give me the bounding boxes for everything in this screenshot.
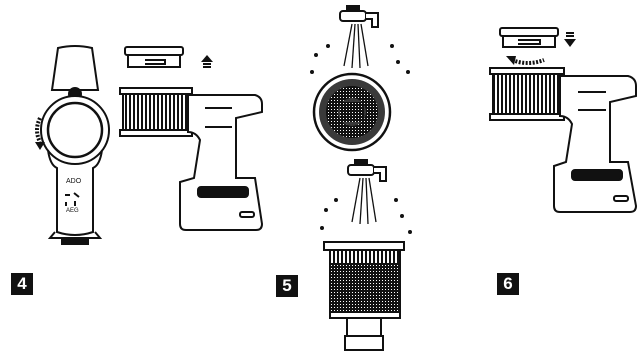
step-number-badge: 4 [11, 273, 33, 295]
vacuum-side-view [120, 88, 262, 230]
filter-cap-lifted [125, 47, 183, 67]
panel-step-6 [490, 28, 636, 212]
water-tap-icon [340, 6, 378, 27]
step-number-badge: 6 [497, 273, 519, 295]
vacuum-front-view: ADO AEG [41, 46, 109, 244]
panel-step-4: ADO AEG [35, 46, 262, 244]
cylinder-filter [324, 242, 404, 350]
step-number-badge: 5 [276, 275, 298, 297]
filter-cap-lowered [500, 28, 558, 47]
arrow-down-icon [564, 32, 576, 47]
water-drop-icon [320, 198, 412, 234]
water-stream [344, 24, 368, 68]
round-filter [314, 74, 390, 150]
water-stream [352, 178, 376, 224]
arrow-up-icon [201, 55, 213, 68]
water-tap-icon [348, 160, 386, 181]
brand-label: AEG [66, 208, 79, 214]
panel-step-5 [310, 6, 412, 350]
vacuum-side-view [490, 68, 636, 212]
rotate-arrow-icon [506, 56, 544, 65]
device-label: ADO [66, 178, 82, 185]
